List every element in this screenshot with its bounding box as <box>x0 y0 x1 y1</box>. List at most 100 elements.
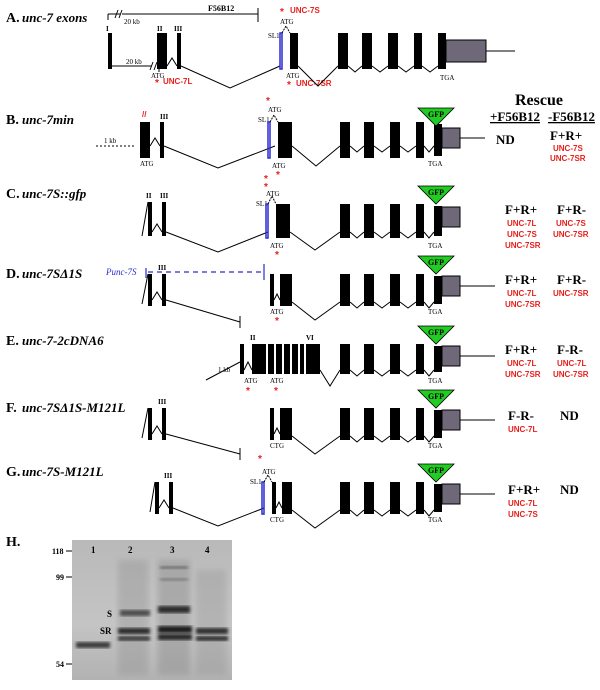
svg-text:+F56B12: +F56B12 <box>490 109 540 124</box>
svg-text:UNC-7SR: UNC-7SR <box>553 289 589 298</box>
svg-text:*: * <box>258 454 262 465</box>
svg-text:F+R+: F+R+ <box>505 202 537 217</box>
svg-text:ATG: ATG <box>270 308 284 316</box>
svg-text:*: * <box>275 316 279 327</box>
svg-text:ND: ND <box>560 408 579 423</box>
panel-a-scale: 20 kb F56B12 <box>107 4 259 26</box>
svg-text:SR: SR <box>100 626 112 636</box>
western-blot: 1 2 3 4 S SR 118 99 54 <box>52 540 232 680</box>
panel-a-name: unc-7 exons <box>22 10 87 25</box>
panel-b-gene: 1 kb // III ATG SL1 * ATG ATG * GFP TGA <box>96 96 485 181</box>
svg-text:III: III <box>158 398 166 406</box>
svg-text:II: II <box>157 25 163 33</box>
svg-text:CTG: CTG <box>270 442 284 450</box>
svg-text:*: * <box>264 182 268 193</box>
svg-text:UNC-7S: UNC-7S <box>553 144 583 153</box>
svg-text:TGA: TGA <box>440 74 454 82</box>
svg-text:ATG: ATG <box>270 377 284 385</box>
svg-text:Rescue: Rescue <box>515 92 563 109</box>
svg-text:F+R+: F+R+ <box>505 272 537 287</box>
svg-text:ATG: ATG <box>286 72 300 80</box>
svg-text:TGA: TGA <box>428 516 442 524</box>
panel-b-name: unc-7min <box>22 112 74 127</box>
svg-text:ATG: ATG <box>272 162 286 170</box>
svg-text:GFP: GFP <box>428 188 444 197</box>
svg-text:ATG: ATG <box>266 190 280 198</box>
svg-text:GFP: GFP <box>428 328 444 337</box>
svg-text:ATG: ATG <box>280 18 294 26</box>
panel-g-letter: G. <box>6 465 20 480</box>
rescue-row-d: F+R+ UNC-7L UNC-7SR F+R- UNC-7SR <box>505 272 589 309</box>
panel-c-letter: C. <box>6 187 20 202</box>
svg-text:*: * <box>275 250 279 261</box>
svg-text:ATG: ATG <box>268 106 282 114</box>
svg-text:ATG: ATG <box>140 160 154 168</box>
svg-text:Punc-7S: Punc-7S <box>105 267 137 277</box>
label-unc7l-a: UNC-7L <box>163 77 192 86</box>
panel-e-letter: E. <box>6 334 19 349</box>
svg-text:F-R-: F-R- <box>557 342 583 357</box>
svg-text:ND: ND <box>560 482 579 497</box>
rescue-row-b: ND F+R+ UNC-7S UNC-7SR <box>496 128 586 163</box>
panel-f-letter: F. <box>6 401 17 416</box>
svg-text:TGA: TGA <box>428 442 442 450</box>
svg-text:4: 4 <box>205 545 210 555</box>
svg-text:2: 2 <box>128 545 133 555</box>
svg-text:*: * <box>155 78 159 89</box>
svg-text:VI: VI <box>306 334 314 342</box>
svg-text:III: III <box>160 113 168 121</box>
svg-text:II: II <box>250 334 256 342</box>
panel-f-gene: III CTG GFP TGA <box>141 389 495 460</box>
panel-a-gene: I 20 kb II III ATG * UNC-7L SL1 * UNC-7S… <box>106 6 515 91</box>
rescue-row-c: F+R+ UNC-7L UNC-7S UNC-7SR F+R- UNC-7S U… <box>505 202 589 250</box>
svg-text:ATG: ATG <box>270 242 284 250</box>
svg-text:II: II <box>146 192 152 200</box>
svg-text:UNC-7SR: UNC-7SR <box>505 370 541 379</box>
svg-text:1 kb: 1 kb <box>104 137 117 145</box>
svg-text:F+R+: F+R+ <box>550 128 582 143</box>
panel-f-name: unc-7SΔ1S-M121L <box>22 400 126 415</box>
svg-text:ATG: ATG <box>244 377 258 385</box>
svg-text:GFP: GFP <box>428 110 444 119</box>
svg-text://: // <box>142 110 147 119</box>
svg-text:ATG: ATG <box>262 468 276 476</box>
rescue-row-e: F+R+ UNC-7L UNC-7SR F-R- UNC-7L UNC-7SR <box>505 342 589 379</box>
svg-text:UNC-7S: UNC-7S <box>507 230 537 239</box>
label-unc7s-a: UNC-7S <box>290 6 320 15</box>
panel-c-name: unc-7S::gfp <box>22 186 87 201</box>
svg-text:UNC-7SR: UNC-7SR <box>505 300 541 309</box>
panel-e-name: unc-7-2cDNA6 <box>22 333 104 348</box>
svg-text:SL1: SL1 <box>268 32 280 40</box>
svg-text:UNC-7S: UNC-7S <box>508 510 538 519</box>
rescue-row-g: F+R+ UNC-7L UNC-7S ND <box>508 482 579 519</box>
svg-text:TGA: TGA <box>428 242 442 250</box>
svg-text:F+R-: F+R- <box>557 272 586 287</box>
panel-d-gene: III ATG * GFP TGA <box>141 255 495 328</box>
svg-text:F+R-: F+R- <box>557 202 586 217</box>
svg-text:-F56B12: -F56B12 <box>548 109 595 124</box>
svg-text:20 kb: 20 kb <box>126 58 142 66</box>
svg-text:CTG: CTG <box>270 516 284 524</box>
svg-text:III: III <box>164 472 172 480</box>
svg-text:UNC-7SR: UNC-7SR <box>553 370 589 379</box>
svg-text:III: III <box>174 25 182 33</box>
svg-text:118: 118 <box>52 547 64 556</box>
panel-g-name: unc-7S-M121L <box>22 464 104 479</box>
svg-text:III: III <box>160 192 168 200</box>
rescue-row-f: F-R- UNC-7L ND <box>508 408 579 434</box>
panel-g-gene: III SL1 * ATG CTG GFP TGA <box>149 454 495 529</box>
svg-text:*: * <box>246 386 250 397</box>
svg-text:SL1: SL1 <box>250 478 262 486</box>
svg-text:UNC-7L: UNC-7L <box>507 359 536 368</box>
svg-text:F+R+: F+R+ <box>505 342 537 357</box>
panel-h-letter: H. <box>6 535 20 550</box>
panel-a-letter: A. <box>6 11 20 26</box>
svg-text:99: 99 <box>56 573 64 582</box>
svg-text:UNC-7L: UNC-7L <box>508 499 537 508</box>
svg-text:54: 54 <box>56 660 64 669</box>
label-unc7sr-a: UNC-7SR <box>296 79 332 88</box>
svg-text:UNC-7L: UNC-7L <box>508 425 537 434</box>
svg-text:GFP: GFP <box>428 392 444 401</box>
svg-text:ATG: ATG <box>151 72 165 80</box>
panel-e-gene: 1 kb II VI ATG * ATG * GFP TGA <box>205 325 495 397</box>
